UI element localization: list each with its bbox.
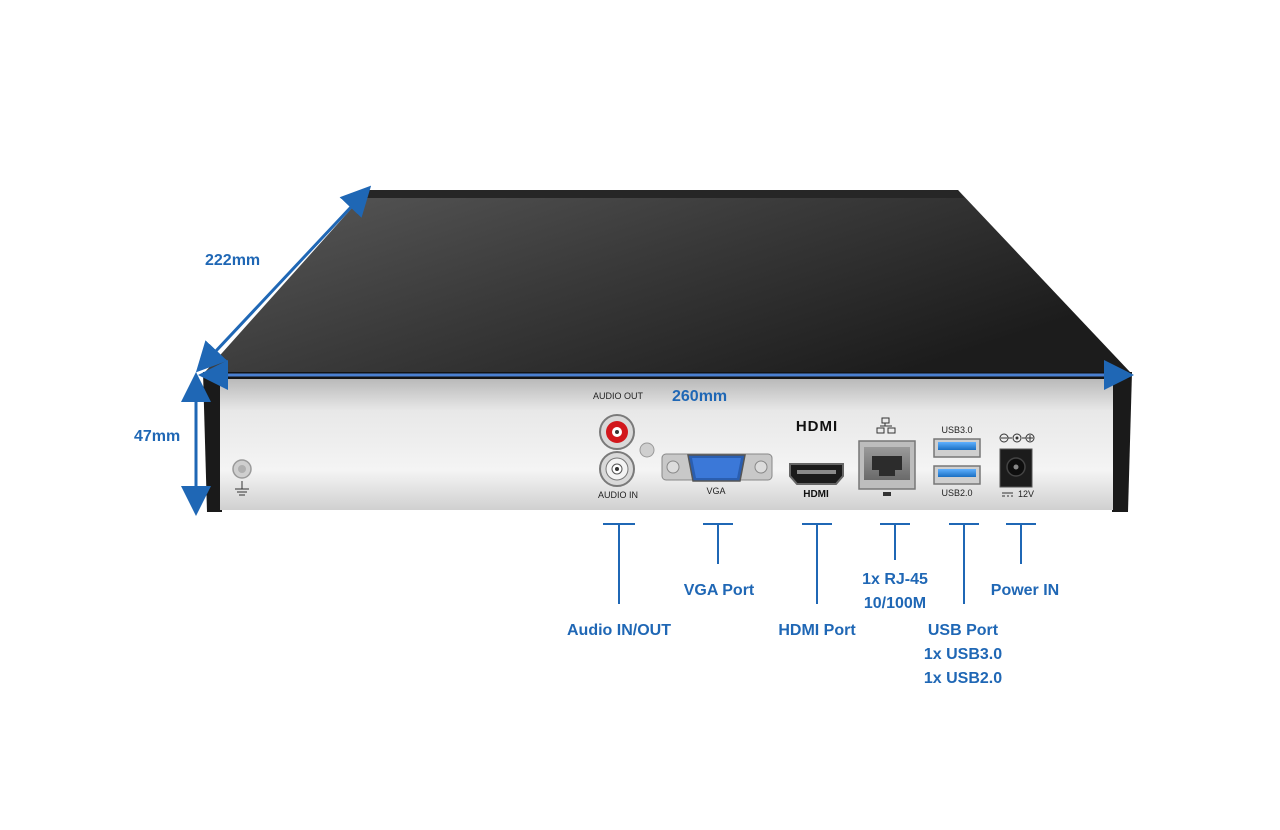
usb-callout-line2: 1x USB3.0 (923, 646, 1003, 663)
usb3-port (933, 438, 981, 458)
audio-out-jack (599, 414, 635, 450)
right-side-bracket (1112, 372, 1132, 512)
rj45-callout-line1: 1x RJ-45 (862, 571, 928, 588)
power-voltage-label: 12V (1018, 489, 1034, 499)
usb3-label: USB3.0 (941, 425, 972, 435)
rj45-port (858, 440, 916, 496)
hdmi-logo: HDMI (796, 418, 838, 435)
network-icon (876, 417, 896, 434)
dc-symbol-icon (1002, 492, 1013, 497)
dc-polarity-icon (999, 433, 1035, 443)
hdmi-port-logo: HDMI (803, 489, 829, 500)
depth-arrow (195, 185, 372, 373)
audio-callout: Audio IN/OUT (567, 622, 671, 639)
usb2-port (933, 465, 981, 485)
height-label: 47mm (134, 428, 181, 445)
audio-in-jack (599, 451, 635, 487)
device-top-lid (205, 190, 1130, 372)
usb-callout-line1: USB Port (927, 622, 999, 639)
rj45-callout-line2: 10/100M (863, 595, 927, 612)
audio-screw (639, 442, 655, 458)
depth-label: 222mm (205, 252, 261, 269)
audio-out-label: AUDIO OUT (593, 391, 644, 401)
vga-label: VGA (706, 486, 725, 496)
power-callout: Power IN (990, 582, 1060, 599)
hdmi-port (789, 463, 844, 485)
usb2-label: USB2.0 (941, 488, 972, 498)
device-top-back-edge (362, 190, 964, 198)
audio-in-label: AUDIO IN (598, 490, 638, 500)
vga-callout: VGA Port (683, 582, 755, 599)
width-label: 260mm (672, 388, 728, 405)
usb-callout: USB Port 1x USB3.0 1x USB2.0 (913, 619, 1013, 691)
power-jack (999, 448, 1033, 488)
hdmi-callout: HDMI Port (778, 622, 856, 639)
ground-screw-icon (232, 459, 252, 496)
usb-callout-line3: 1x USB2.0 (923, 670, 1003, 687)
left-side-bracket (203, 372, 222, 512)
rj45-callout: 1x RJ-45 10/100M (840, 568, 950, 616)
vga-connector (661, 453, 773, 482)
